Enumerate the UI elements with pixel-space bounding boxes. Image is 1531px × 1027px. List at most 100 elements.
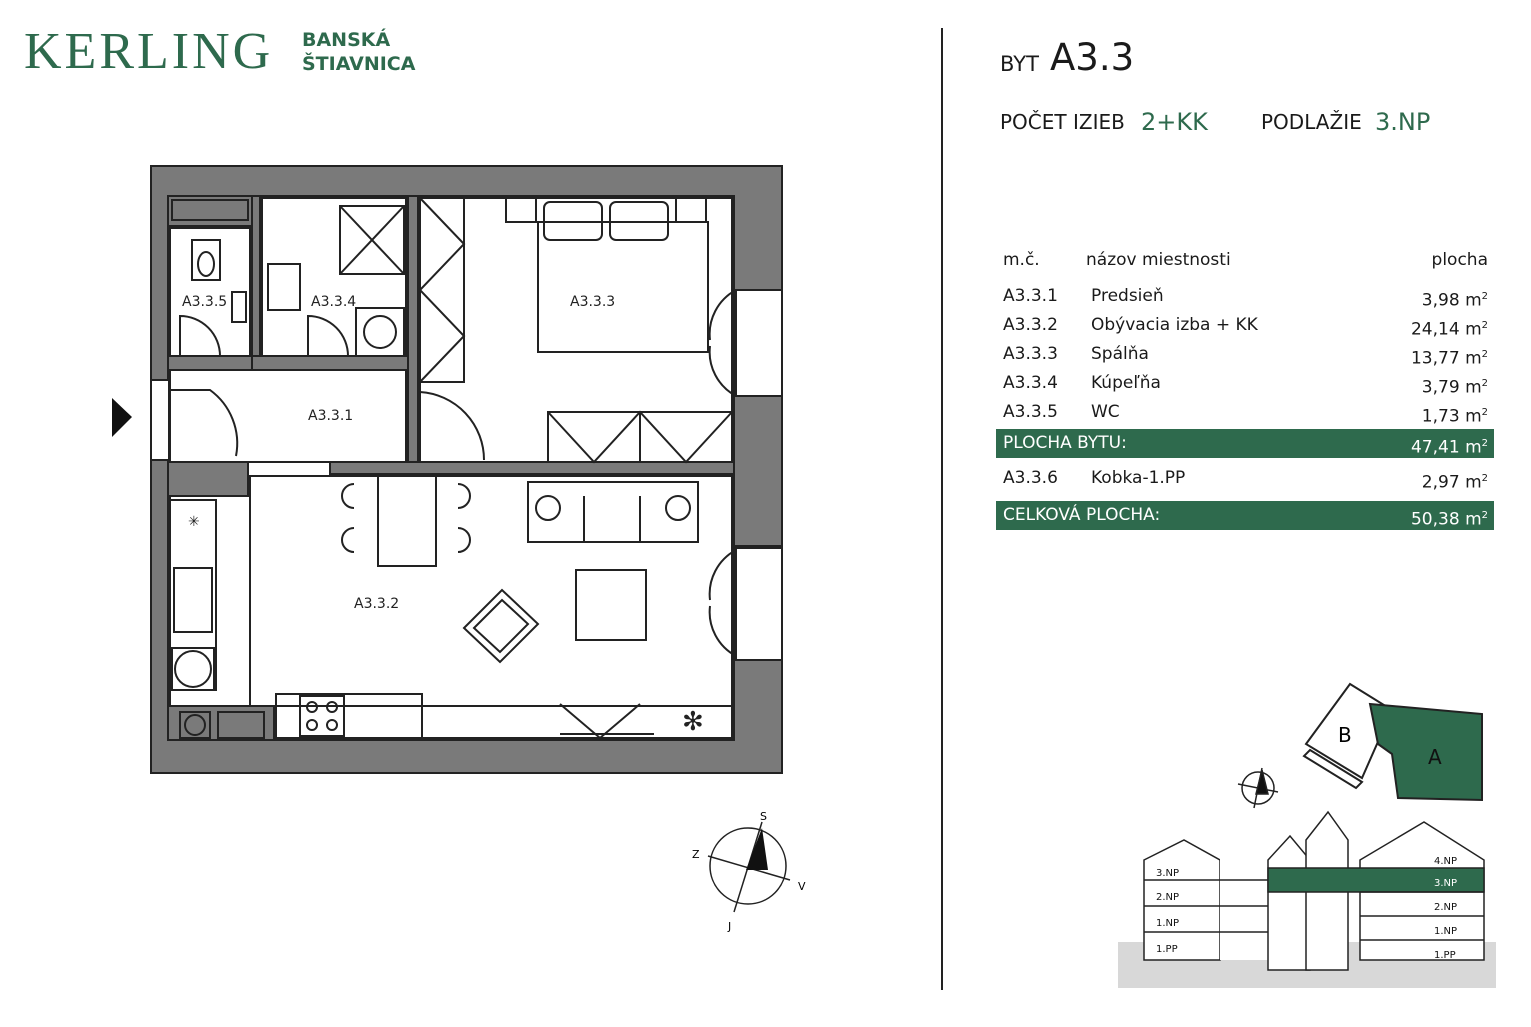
- entry-opening: [150, 379, 170, 461]
- room-label-bath: A3.3.4: [311, 294, 356, 310]
- wall-bath-right: [407, 195, 419, 465]
- brand-location-line2: ŠTIAVNICA: [302, 53, 416, 75]
- room-area: 3,98 m2: [1421, 290, 1488, 311]
- subtotal-area: 47,41 m2: [1410, 437, 1488, 458]
- bathtub: [171, 199, 249, 221]
- door-entry: [170, 389, 239, 457]
- brand-logo: KERLING: [24, 23, 274, 80]
- room-bedroom: [419, 197, 733, 463]
- window-bedroom: [735, 289, 783, 397]
- room-wc: [169, 227, 251, 357]
- entry-arrow-icon: [112, 398, 132, 437]
- floor-label-right: 1.NP: [1434, 926, 1457, 937]
- compass-j: J: [727, 920, 731, 933]
- tv-unit: [559, 703, 654, 740]
- total-label: CELKOVÁ PLOCHA:: [1003, 505, 1161, 525]
- table-row: A3.3.3 Spálňa 13,77 m2: [996, 340, 1494, 369]
- compass-z: Z: [692, 848, 700, 861]
- window-living: [735, 547, 783, 661]
- site-key-plan: B A 3.NP 2.NP 1.NP 1.PP 4.NP 3.NP 2.NP 1…: [1118, 682, 1496, 988]
- floor-label-left: 3.NP: [1156, 868, 1179, 879]
- room-living-bottom: [275, 705, 733, 739]
- floor-label-right: 2.NP: [1434, 902, 1457, 913]
- room-name: Predsieň: [1091, 286, 1164, 306]
- table-row: A3.3.2 Obývacia izba + KK 24,14 m2: [996, 311, 1494, 340]
- room-living: [249, 475, 733, 707]
- building-b-label: B: [1338, 723, 1352, 747]
- wall-right-mid: [733, 395, 783, 547]
- compass-v: V: [798, 880, 806, 893]
- kitchen-sink: [173, 567, 213, 633]
- col-header-name: názov miestnosti: [1086, 250, 1231, 270]
- room-name: Kúpeľňa: [1091, 373, 1161, 393]
- wall-hall-bottom: [329, 461, 735, 475]
- table-row: A3.3.1 Predsieň 3,98 m2: [996, 282, 1494, 311]
- room-area: 3,79 m2: [1421, 377, 1488, 398]
- room-id: A3.3.2: [1003, 315, 1058, 335]
- room-name: Obývacia izba + KK: [1091, 315, 1258, 335]
- room-id: A3.3.4: [1003, 373, 1058, 393]
- svg-text:✳: ✳: [188, 514, 200, 530]
- floor-label-left: 1.NP: [1156, 918, 1179, 929]
- room-label-living: A3.3.2: [354, 596, 399, 612]
- middle-block: [1267, 834, 1311, 971]
- brand-location-line1: BANSKÁ: [302, 29, 391, 51]
- col-header-id: m.č.: [1003, 250, 1040, 270]
- room-hall: [169, 369, 407, 463]
- room-label-bedroom: A3.3.3: [570, 294, 615, 310]
- washing-machine: [355, 307, 405, 357]
- room-id: A3.3.1: [1003, 286, 1058, 306]
- kitchen-counter-bottom: [275, 693, 423, 739]
- building-a: [1368, 702, 1483, 802]
- total-area: 50,38 m2: [1410, 509, 1488, 530]
- shower-tray: [339, 205, 405, 275]
- door-bath: [307, 314, 349, 357]
- bed: [537, 221, 709, 353]
- site-compass-icon: [1237, 767, 1279, 809]
- coffee-table: [575, 569, 647, 641]
- floor-label-left: 1.PP: [1156, 944, 1178, 955]
- subtotal-row: PLOCHA BYTU: 47,41 m2: [996, 429, 1494, 458]
- plant-icon: ✻: [682, 707, 704, 737]
- floor-label-right: 4.NP: [1434, 856, 1457, 867]
- wall-bath-bottom: [251, 355, 409, 371]
- toilet-icon: [197, 251, 215, 277]
- door-living-window: [708, 549, 737, 657]
- compass-icon: S V J Z: [692, 810, 806, 933]
- door-wc: [179, 314, 221, 357]
- dining-table: [377, 475, 437, 567]
- room-name: Spálňa: [1091, 344, 1149, 364]
- table-header: m.č. názov miestnosti plocha: [996, 245, 1494, 275]
- unit-label: BYT: [1000, 52, 1039, 76]
- room-bath: [261, 197, 407, 357]
- compass-s: S: [760, 810, 767, 823]
- wc-sink: [231, 291, 247, 323]
- room-name: WC: [1091, 402, 1120, 422]
- table-row: A3.3.6 Kobka-1.PP 2,97 m2: [996, 464, 1494, 493]
- room-label-hall: A3.3.1: [308, 408, 353, 424]
- toilet-tank: [191, 239, 221, 281]
- door-bedroom-window: [708, 289, 737, 397]
- outer-wall: [150, 165, 783, 774]
- cooktop: [299, 695, 345, 737]
- room-area: 2,97 m2: [1421, 472, 1488, 493]
- total-row: CELKOVÁ PLOCHA: 50,38 m2: [996, 501, 1494, 530]
- wall-bath-left: [251, 195, 261, 359]
- sofa: [527, 481, 699, 543]
- room-name: Kobka-1.PP: [1091, 468, 1186, 488]
- building-a-label: A: [1428, 745, 1442, 769]
- door-bedroom: [419, 391, 486, 461]
- wall-wc-bottom: [167, 355, 253, 371]
- room-id: A3.3.5: [1003, 402, 1058, 422]
- room-area: 24,14 m2: [1410, 319, 1488, 340]
- table-row: A3.3.5 WC 1,73 m2: [996, 398, 1494, 427]
- room-area: 1,73 m2: [1421, 406, 1488, 427]
- floor-value: 3.NP: [1375, 108, 1431, 136]
- floor-label-right: 1.PP: [1434, 950, 1456, 961]
- room-id: A3.3.6: [1003, 468, 1058, 488]
- wall-hall-left: [167, 461, 249, 497]
- unit-code: A3.3: [1050, 36, 1135, 79]
- floor-plan: ✳ ✻ A3.3.5 A3.3.4 A3.3.3 A3.3.1 A3.3.2 S…: [112, 165, 806, 933]
- table-row: A3.3.4 Kúpeľňa 3,79 m2: [996, 369, 1494, 398]
- brand-location: BANSKÁ ŠTIAVNICA: [302, 28, 415, 76]
